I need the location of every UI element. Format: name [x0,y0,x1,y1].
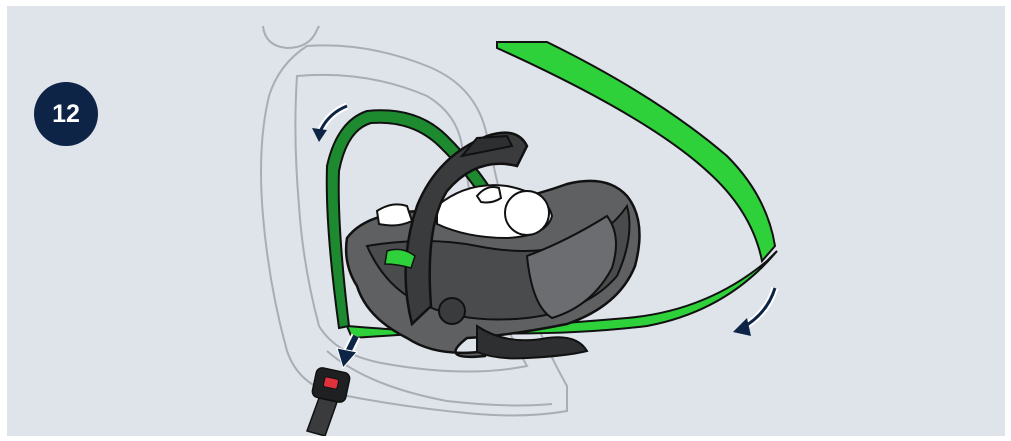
down-arrow-icon [337,336,357,368]
illustration-stage: 12 [7,6,1005,436]
car-seat-illustration [7,6,1005,436]
curved-arrow-icon [733,288,775,336]
buckle-icon [307,367,351,436]
